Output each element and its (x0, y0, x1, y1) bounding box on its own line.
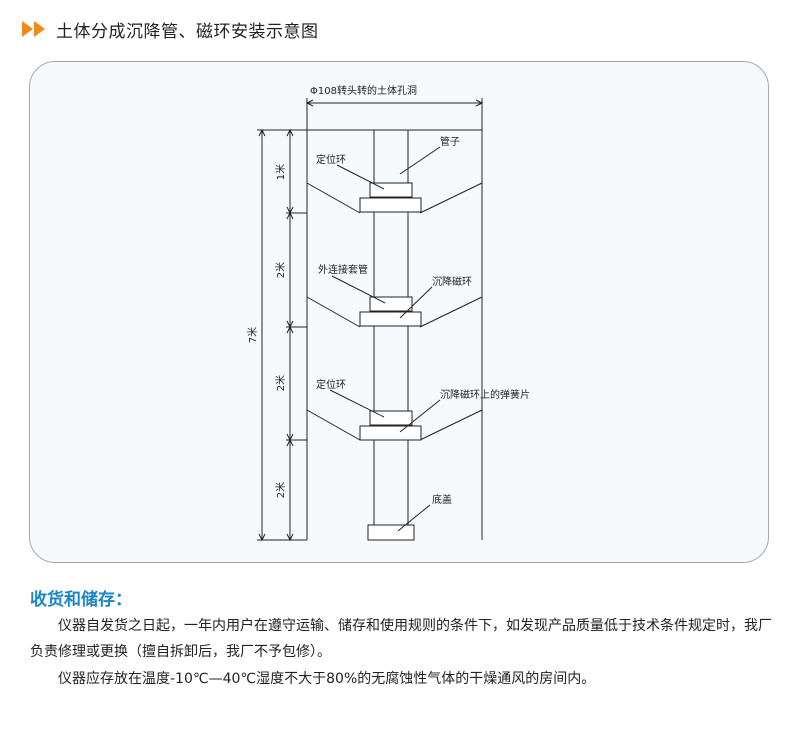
paragraph-storage: 仪器应存放在温度-10℃—40℃湿度不大于80%的无腐蚀性气体的干燥通风的房间内… (58, 671, 596, 687)
arrow-icon (22, 21, 33, 37)
paragraph-warranty: 仪器自发货之日起，一年内用户在遵守运输、储存和使用规则的条件下，如发现产品质量低… (30, 618, 772, 660)
arrow-icon (34, 21, 45, 37)
section-title: 收货和储存： (30, 590, 132, 610)
diagram-frame (29, 61, 769, 563)
double-arrow-icon (22, 21, 46, 37)
header: 土体分成沉降管、磁环安装示意图 (22, 14, 319, 44)
page-title: 土体分成沉降管、磁环安装示意图 (56, 21, 319, 42)
